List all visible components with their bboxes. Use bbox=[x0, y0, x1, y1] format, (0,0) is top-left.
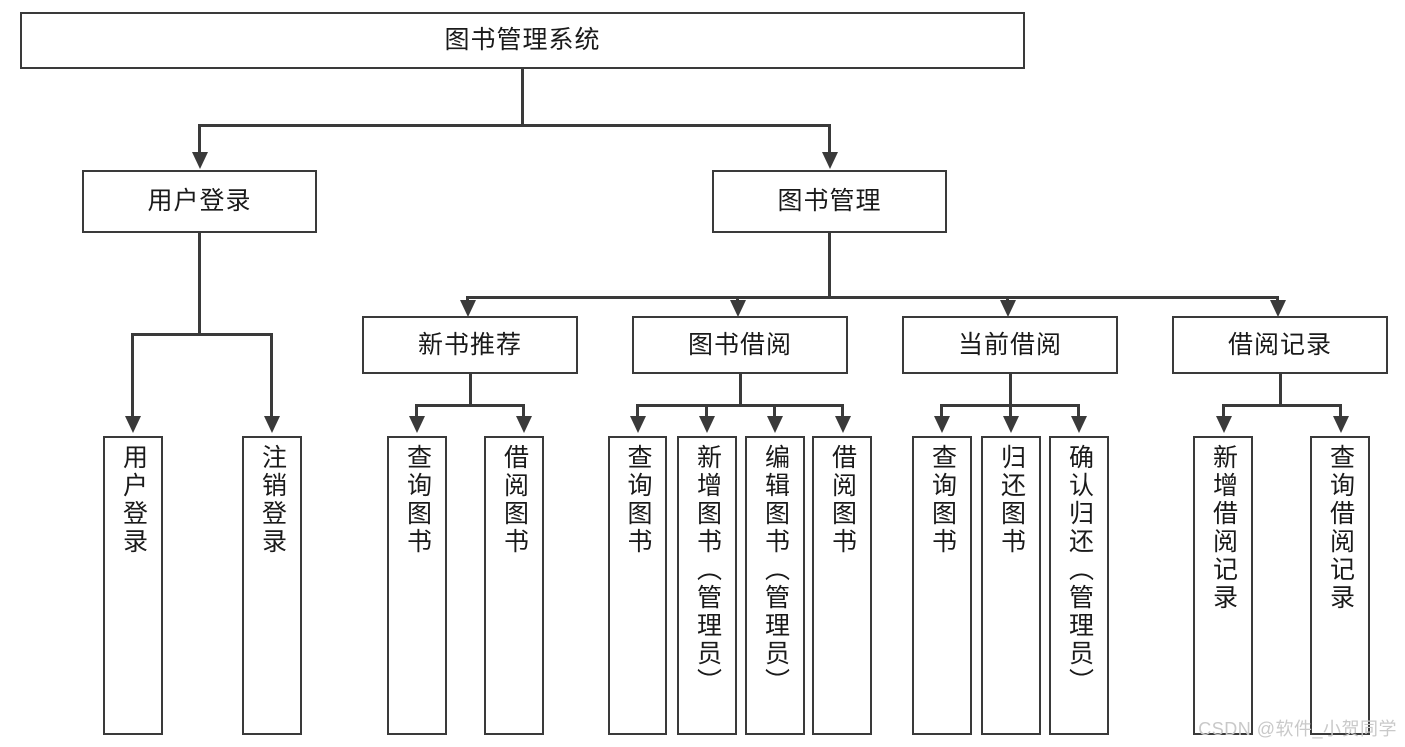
arrow-bb-to-leaf-3 bbox=[767, 416, 783, 433]
edge-cb-to-leaf-2 bbox=[1009, 404, 1012, 418]
edge-user-login-stem bbox=[198, 233, 201, 335]
node-label: 用户登录 bbox=[119, 444, 148, 556]
node-leaf-user-login[interactable]: 用户登录 bbox=[103, 436, 163, 735]
arrow-br-to-leaf-1 bbox=[1216, 416, 1232, 433]
node-leaf-borrow-book[interactable]: 借阅图书 bbox=[812, 436, 872, 735]
arrow-bm-to-current-borrow bbox=[1000, 300, 1016, 317]
node-leaf-query-book-current[interactable]: 查询图书 bbox=[912, 436, 972, 735]
arrow-root-to-book-management bbox=[822, 152, 838, 169]
node-label: 图书管理系统 bbox=[444, 26, 601, 55]
node-label: 新增图书（管理员） bbox=[693, 444, 722, 696]
node-leaf-query-borrow-record[interactable]: 查询借阅记录 bbox=[1310, 436, 1370, 735]
node-borrow-record[interactable]: 借阅记录 bbox=[1172, 316, 1388, 374]
node-leaf-add-book-admin[interactable]: 新增图书（管理员） bbox=[677, 436, 737, 735]
edge-root-stem bbox=[521, 69, 524, 126]
arrow-cb-to-leaf-3 bbox=[1071, 416, 1087, 433]
node-label: 查询图书 bbox=[403, 444, 432, 556]
arrow-nb-to-leaf-1 bbox=[409, 416, 425, 433]
arrow-bm-to-borrow-record bbox=[1270, 300, 1286, 317]
node-leaf-edit-book-admin[interactable]: 编辑图书（管理员） bbox=[745, 436, 805, 735]
arrow-user-login-to-leaf-2 bbox=[264, 416, 280, 433]
edge-book-borrow-bus bbox=[636, 404, 844, 407]
node-book-management[interactable]: 图书管理 bbox=[712, 170, 947, 233]
arrow-root-to-user-login bbox=[192, 152, 208, 169]
edge-root-to-book-management bbox=[828, 124, 831, 154]
node-root-book-management-system[interactable]: 图书管理系统 bbox=[20, 12, 1025, 69]
edge-user-login-to-leaf-2 bbox=[270, 333, 273, 418]
node-label: 借阅图书 bbox=[828, 444, 857, 556]
node-label: 借阅记录 bbox=[1227, 330, 1332, 359]
edge-br-to-leaf-2 bbox=[1339, 404, 1342, 418]
edge-root-to-user-login bbox=[198, 124, 201, 154]
arrow-br-to-leaf-2 bbox=[1333, 416, 1349, 433]
arrow-bb-to-leaf-2 bbox=[699, 416, 715, 433]
edge-cb-to-leaf-3 bbox=[1077, 404, 1080, 418]
edge-nb-to-leaf-1 bbox=[415, 404, 418, 418]
node-label: 借阅图书 bbox=[500, 444, 529, 556]
edge-root-bus bbox=[198, 124, 830, 127]
node-label: 用户登录 bbox=[147, 187, 252, 216]
node-leaf-query-book-borrow[interactable]: 查询图书 bbox=[608, 436, 667, 735]
node-label: 编辑图书（管理员） bbox=[761, 444, 790, 696]
node-label: 确认归还（管理员） bbox=[1065, 444, 1094, 696]
node-label: 查询借阅记录 bbox=[1326, 444, 1355, 612]
arrow-user-login-to-leaf-1 bbox=[125, 416, 141, 433]
node-current-borrow[interactable]: 当前借阅 bbox=[902, 316, 1118, 374]
node-new-book-recommend[interactable]: 新书推荐 bbox=[362, 316, 578, 374]
edge-user-login-to-leaf-1 bbox=[131, 333, 134, 418]
node-label: 图书借阅 bbox=[687, 330, 792, 359]
edge-book-borrow-stem bbox=[739, 374, 742, 406]
arrow-cb-to-leaf-1 bbox=[934, 416, 950, 433]
edge-borrow-record-bus bbox=[1222, 404, 1342, 407]
node-label: 图书管理 bbox=[777, 187, 882, 216]
node-label: 新书推荐 bbox=[417, 330, 522, 359]
arrow-bb-to-leaf-1 bbox=[630, 416, 646, 433]
node-label: 新增借阅记录 bbox=[1209, 444, 1238, 612]
edge-book-management-stem bbox=[828, 233, 831, 298]
edge-new-book-stem bbox=[469, 374, 472, 406]
node-leaf-borrow-book-recommend[interactable]: 借阅图书 bbox=[484, 436, 544, 735]
node-label: 注销登录 bbox=[258, 444, 287, 556]
edge-user-login-bus bbox=[131, 333, 270, 336]
edge-br-to-leaf-1 bbox=[1222, 404, 1225, 418]
node-leaf-confirm-return-admin[interactable]: 确认归还（管理员） bbox=[1049, 436, 1109, 735]
edge-borrow-record-stem bbox=[1279, 374, 1282, 406]
node-leaf-query-book-recommend[interactable]: 查询图书 bbox=[387, 436, 447, 735]
arrow-cb-to-leaf-2 bbox=[1003, 416, 1019, 433]
arrow-bm-to-book-borrow bbox=[730, 300, 746, 317]
edge-bb-to-leaf-1 bbox=[636, 404, 639, 418]
node-label: 查询图书 bbox=[928, 444, 957, 556]
edge-current-borrow-stem bbox=[1009, 374, 1012, 406]
edge-bb-to-leaf-4 bbox=[841, 404, 844, 418]
node-book-borrow[interactable]: 图书借阅 bbox=[632, 316, 848, 374]
node-label: 查询图书 bbox=[624, 444, 652, 556]
node-label: 归还图书 bbox=[997, 444, 1026, 556]
node-leaf-logout[interactable]: 注销登录 bbox=[242, 436, 302, 735]
edge-nb-to-leaf-2 bbox=[522, 404, 525, 418]
edge-bb-to-leaf-3 bbox=[773, 404, 776, 418]
edge-cb-to-leaf-1 bbox=[940, 404, 943, 418]
edge-new-book-bus bbox=[415, 404, 525, 407]
edge-book-management-bus bbox=[466, 296, 1276, 299]
node-leaf-return-book[interactable]: 归还图书 bbox=[981, 436, 1041, 735]
watermark: CSDN @软件_小贺同学 bbox=[1198, 719, 1397, 739]
arrow-bm-to-new-book bbox=[460, 300, 476, 317]
node-label: 当前借阅 bbox=[957, 330, 1062, 359]
node-leaf-add-borrow-record[interactable]: 新增借阅记录 bbox=[1193, 436, 1253, 735]
arrow-nb-to-leaf-2 bbox=[516, 416, 532, 433]
edge-bb-to-leaf-2 bbox=[705, 404, 708, 418]
node-user-login[interactable]: 用户登录 bbox=[82, 170, 317, 233]
arrow-bb-to-leaf-4 bbox=[835, 416, 851, 433]
